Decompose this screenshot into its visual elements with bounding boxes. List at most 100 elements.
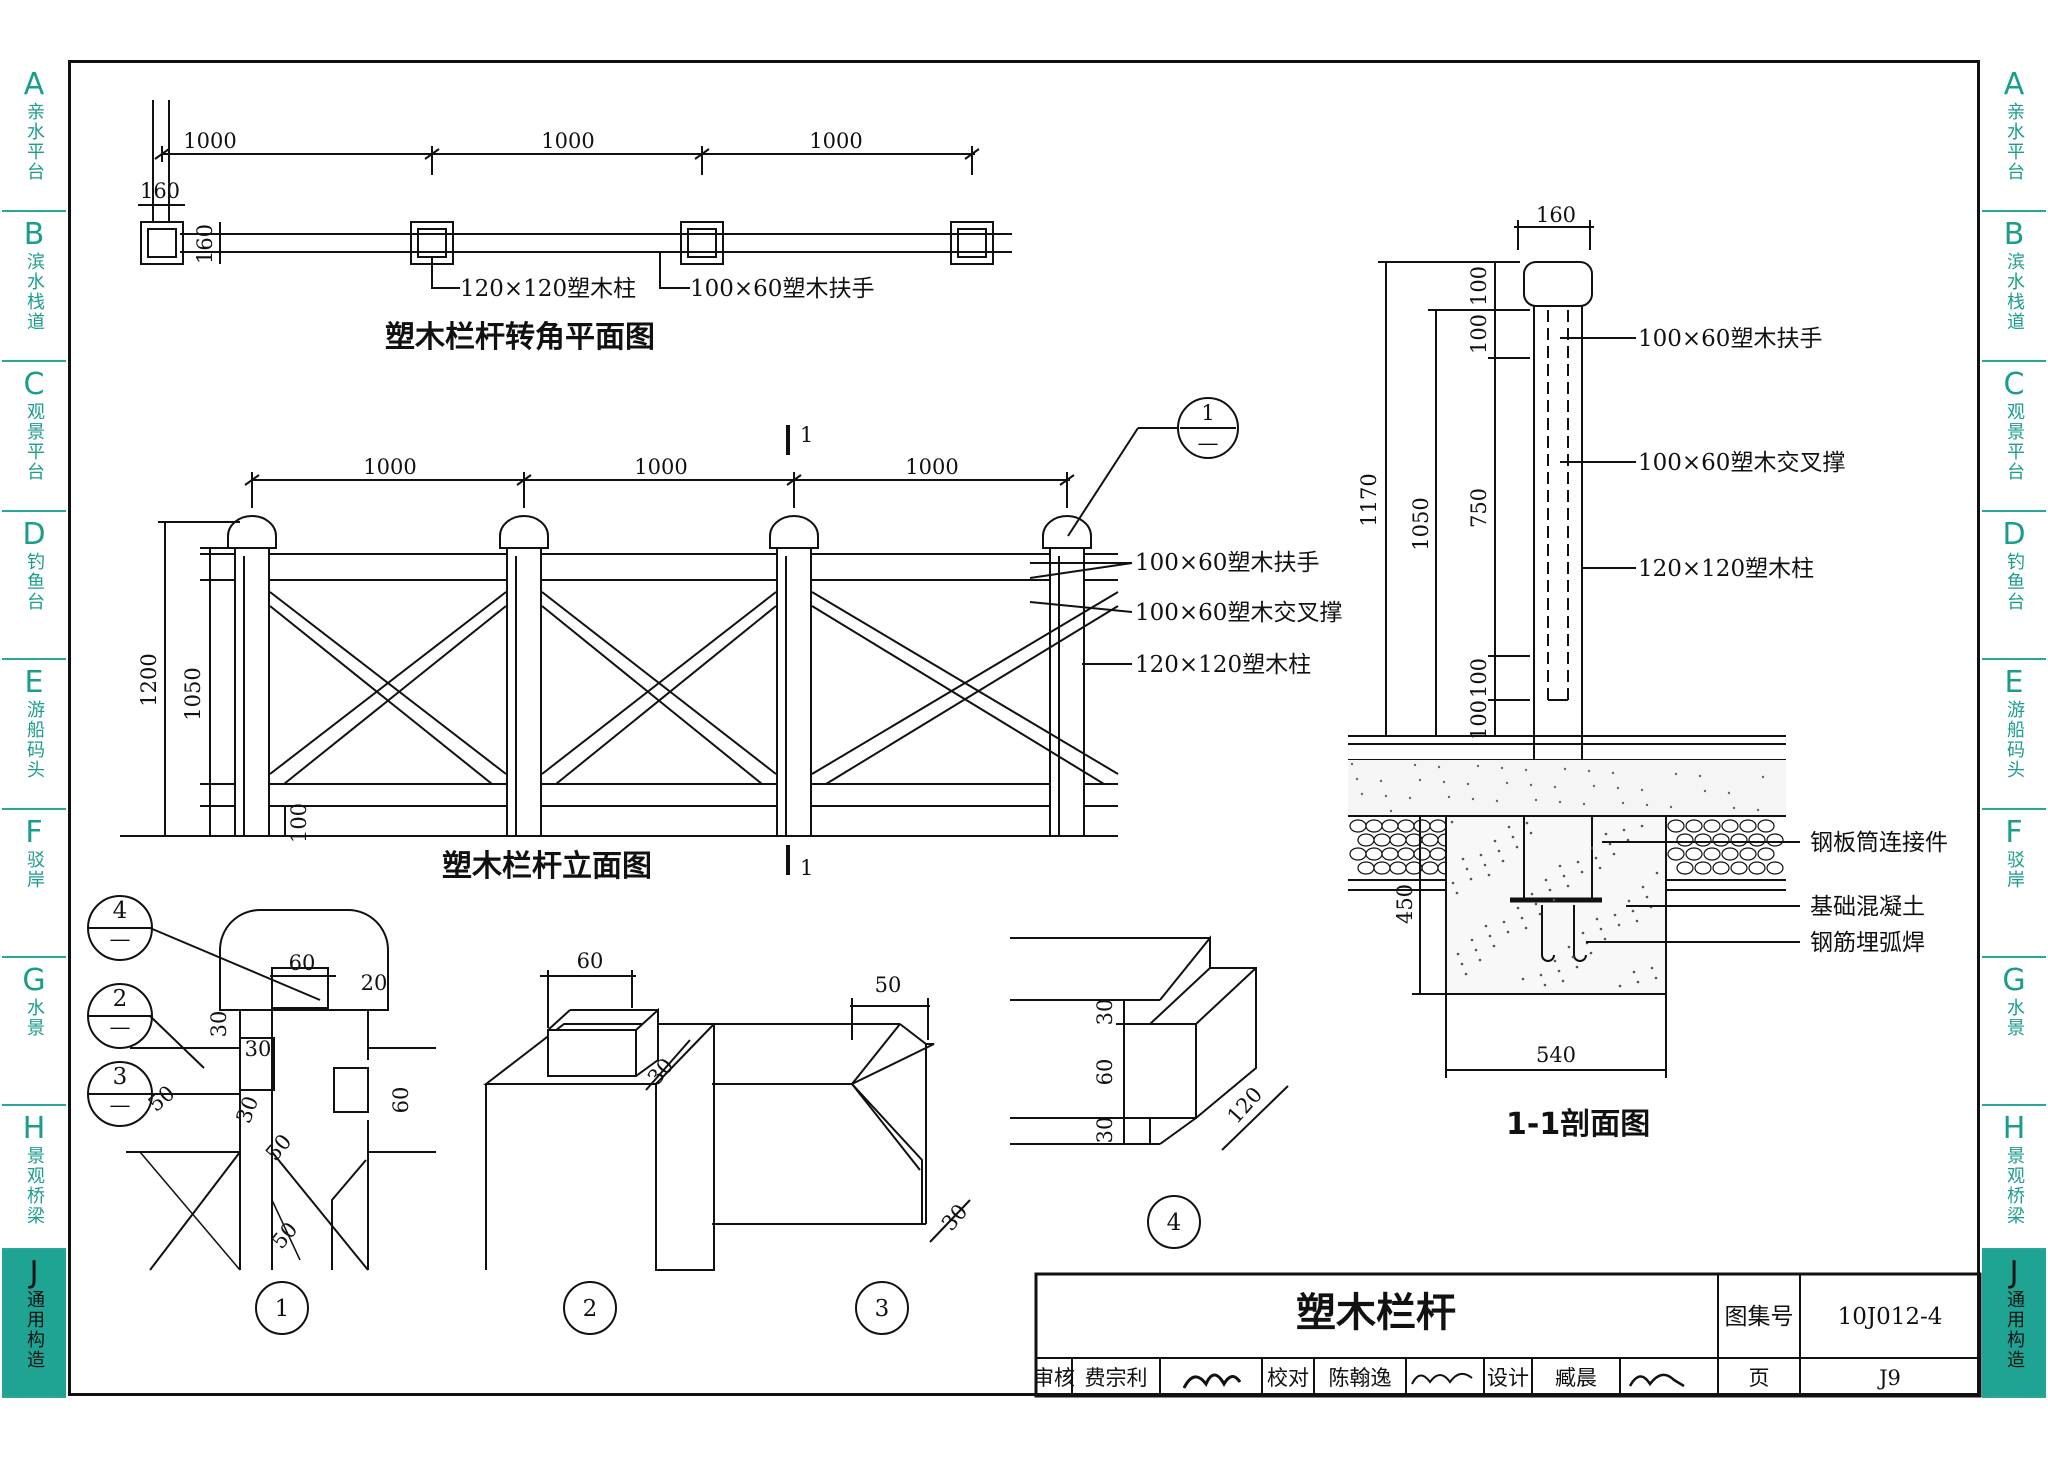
section-label-concrete: 基础混凝土 — [1810, 894, 1925, 920]
checker-signature — [1411, 1372, 1473, 1385]
detail-1-number: 1 — [275, 1296, 290, 1322]
plan-title: 塑木栏杆转角平面图 — [385, 320, 655, 355]
side-tab-letter: C — [23, 367, 45, 402]
detail-2: 60 30 2 — [483, 949, 715, 1335]
elev-dim-3: 1000 — [905, 455, 958, 479]
section-dim-100-b: 100 — [1467, 314, 1491, 354]
detail-1-ref-4: 4 — [113, 898, 128, 924]
elev-dim-1: 1000 — [363, 455, 416, 479]
plan-dim-1: 1000 — [183, 129, 236, 153]
side-tab-letter: D — [2002, 517, 2026, 552]
detail-1-ref-den: — — [110, 1015, 131, 1039]
section-title: 1-1剖面图 — [1506, 1107, 1650, 1142]
side-tab-text: 通用构造 — [24, 1290, 45, 1370]
elev-label-post: 120×120塑木柱 — [1135, 652, 1311, 678]
side-tab-letter: B — [23, 217, 45, 252]
detail-1-ref-3: 3 — [113, 1064, 128, 1090]
section-mark-bottom: 1 — [800, 856, 813, 880]
detail-3-dim-50: 50 — [875, 973, 902, 997]
side-tab-text: 滨水栈道 — [24, 252, 45, 332]
side-tab-text: 亲水平台 — [2004, 102, 2025, 182]
plan-post-dim-vertical: 160 — [193, 224, 217, 264]
side-tab-text: 观景平台 — [2004, 402, 2025, 482]
side-tab-text: 观景平台 — [24, 402, 45, 482]
side-tab-text: 游船码头 — [2004, 700, 2025, 780]
side-tab-letter: H — [22, 1111, 46, 1146]
side-tab-text: 水景 — [2004, 998, 2025, 1038]
cross-brace — [269, 591, 507, 785]
plan-label-rail: 100×60塑木扶手 — [690, 276, 874, 302]
side-tab-letter: D — [22, 517, 46, 552]
review-label: 审核 — [1033, 1366, 1075, 1390]
section-dim-750: 750 — [1467, 488, 1491, 528]
section-mark-top: 1 — [800, 423, 813, 447]
section-dim-160: 160 — [1536, 203, 1576, 227]
design-label: 设计 — [1487, 1366, 1529, 1390]
side-tab-text: 游船码头 — [24, 700, 45, 780]
detail-1-ref-den: — — [110, 927, 131, 951]
plan-view: 1000 1000 1000 160 160 120×120塑木柱 100×60… — [138, 100, 1012, 355]
elevation-post — [227, 515, 277, 837]
side-tab-letter: H — [2002, 1111, 2026, 1146]
cross-brace — [541, 591, 777, 785]
detail-1-dim: 50 — [261, 1130, 297, 1166]
elevation-post — [1042, 515, 1092, 837]
title-block: 塑木栏杆 图集号 10J012-4 审核 费宗利 校对 陈翰逸 设计 臧晨 页 … — [1033, 1272, 1982, 1398]
elevation-post — [499, 515, 549, 837]
section-label-steel: 钢板筒连接件 — [1810, 830, 1948, 856]
side-tab-letter: J — [29, 1255, 39, 1290]
side-tab-letter: G — [22, 963, 46, 998]
elev-label-brace: 100×60塑木交叉撑 — [1135, 600, 1342, 626]
elev-dim-height-1050: 1050 — [181, 667, 205, 720]
detail-1-dim: 20 — [361, 971, 388, 995]
elev-detail-ref-number: 1 — [1201, 401, 1214, 425]
side-tab-text: 景观桥梁 — [2004, 1146, 2025, 1226]
section-dim-1170: 1170 — [1357, 473, 1381, 526]
elevation-view: 1 1 1 — 100×60塑木扶手 100×60塑木交叉撑 120×120塑木… — [120, 397, 1342, 884]
cross-brace — [811, 591, 1119, 785]
page-number: J9 — [1877, 1366, 1901, 1390]
checker-name: 陈翰逸 — [1329, 1366, 1392, 1390]
detail-1-dim: 30 — [245, 1037, 272, 1061]
designer-name: 臧晨 — [1555, 1366, 1597, 1390]
side-tab-text: 景观桥梁 — [24, 1146, 45, 1226]
designer-signature — [1628, 1373, 1685, 1388]
section-dim-100-a: 100 — [1467, 266, 1491, 306]
section-label-post: 120×120塑木柱 — [1638, 556, 1814, 582]
side-tab-text: 驳岸 — [2004, 850, 2025, 890]
detail-1-ref-den: — — [110, 1093, 131, 1117]
elev-dim-2: 1000 — [634, 455, 687, 479]
detail-1-dim: 60 — [389, 1087, 413, 1114]
elev-detail-ref-den: — — [1198, 431, 1219, 455]
elev-dim-100: 100 — [287, 803, 311, 843]
side-tab-letter: J — [2009, 1255, 2019, 1290]
section-dim-100-d: 100 — [1467, 700, 1491, 740]
elevation-post — [769, 515, 819, 837]
section-dim-1050: 1050 — [1409, 497, 1433, 550]
elev-dim-height-1200: 1200 — [137, 653, 161, 706]
section-dim-450: 450 — [1393, 884, 1417, 924]
section-label-rail: 100×60塑木扶手 — [1638, 326, 1822, 352]
detail-3-number: 3 — [875, 1296, 890, 1322]
side-tab-letter: G — [2002, 963, 2026, 998]
elev-label-rail: 100×60塑木扶手 — [1135, 550, 1319, 576]
